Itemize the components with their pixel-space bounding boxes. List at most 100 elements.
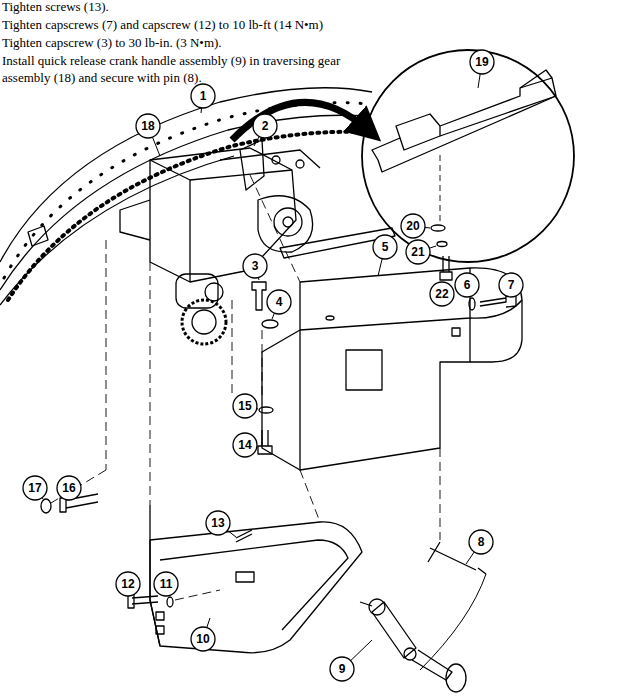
callout-number: 6 — [464, 278, 471, 292]
capscrew — [440, 256, 452, 280]
leader-line — [425, 227, 430, 229]
callout-ring — [243, 254, 267, 278]
callout-number: 3 — [252, 259, 259, 273]
lanyard — [420, 574, 486, 670]
callout-circle — [23, 476, 47, 500]
callout-ring — [191, 627, 215, 651]
traversing-gear-assembly — [120, 148, 395, 344]
callout-ring — [330, 657, 354, 681]
callout-ring — [136, 114, 160, 138]
callout-circle — [455, 273, 479, 297]
callout-circle — [401, 214, 430, 238]
callout-number: 5 — [382, 240, 389, 254]
cover — [262, 268, 522, 470]
callout-ring — [267, 290, 291, 314]
callout-circle — [470, 50, 494, 88]
callout-circle — [206, 511, 236, 537]
leader-line — [429, 246, 436, 248]
washer — [469, 298, 475, 310]
bracket — [240, 140, 264, 190]
bottom-cover — [150, 505, 362, 653]
callout-ring — [23, 476, 47, 500]
callout-number: 18 — [141, 119, 154, 133]
callout-number: 13 — [211, 516, 224, 530]
callout-circle — [191, 84, 215, 113]
callout-number: 9 — [339, 662, 346, 676]
lockwasher — [437, 242, 447, 247]
leader-line — [351, 640, 372, 661]
leader-line — [272, 313, 274, 319]
capscrew — [258, 430, 272, 454]
instruction-text: Tighten capscrews (7) and capscrew (12) … — [2, 16, 342, 33]
magnify-arrow — [232, 102, 368, 140]
callout-ring — [469, 530, 493, 554]
callout-circle — [136, 114, 160, 156]
callout-ring — [406, 240, 430, 264]
callout-number: 19 — [475, 55, 488, 69]
leader-line — [152, 137, 160, 156]
instruction-text: Tighten capscrew (3) to 30 lb-in. (3 N•m… — [2, 34, 342, 51]
callout-circle — [116, 572, 140, 596]
washer — [167, 597, 173, 607]
callout-circle — [154, 572, 178, 596]
instruction-text: Tighten screws (13). — [2, 0, 342, 15]
callout-circle — [243, 254, 267, 280]
callout-circle — [406, 240, 436, 264]
detail-circle — [362, 50, 574, 262]
callout-number: 21 — [411, 245, 424, 259]
washer — [259, 407, 273, 413]
callout-number: 16 — [62, 481, 75, 495]
callout-ring — [191, 84, 215, 108]
detail-bar — [372, 70, 556, 172]
leader-line — [466, 552, 474, 564]
callout-number: 10 — [196, 632, 209, 646]
callout-ring — [233, 394, 257, 418]
callout-circle — [466, 530, 493, 564]
callout-circle — [267, 290, 291, 319]
turret-ring — [0, 88, 372, 305]
washer — [262, 320, 278, 328]
callout-number: 22 — [435, 287, 448, 301]
screw — [236, 530, 252, 542]
instruction-text: Install quick release crank handle assem… — [2, 52, 342, 86]
callout-ring — [499, 273, 523, 297]
leader-line — [207, 618, 210, 628]
alignment-line — [46, 175, 440, 600]
callout-number: 14 — [238, 438, 251, 452]
callout-circle — [499, 273, 523, 297]
callout-circle — [373, 235, 397, 276]
callout-ring — [373, 235, 397, 259]
callout-circle — [233, 433, 257, 457]
crank-handle — [360, 599, 466, 692]
callout-number: 17 — [28, 481, 41, 495]
callout-number: 4 — [276, 295, 283, 309]
callout-circle — [253, 114, 277, 146]
callout-circle — [330, 640, 372, 681]
callout-number: 12 — [121, 577, 134, 591]
callout-ring — [116, 572, 140, 596]
callout-ring — [430, 282, 454, 306]
washer — [41, 499, 51, 513]
callout-number: 15 — [238, 399, 251, 413]
callout-circle — [233, 394, 258, 418]
callout-number: 8 — [478, 535, 485, 549]
callout-number: 2 — [262, 119, 269, 133]
callout-ring — [154, 572, 178, 596]
leader-line — [201, 108, 203, 113]
callout-circle — [191, 618, 215, 651]
leader-line — [227, 530, 236, 537]
alignment-line — [440, 155, 441, 222]
callout-number: 1 — [200, 89, 207, 103]
callout-circle — [430, 282, 454, 306]
callout-ring — [57, 476, 81, 500]
callout-ring — [455, 273, 479, 297]
callout-number: 20 — [406, 219, 419, 233]
leader-line — [378, 259, 382, 276]
callout-ring — [206, 511, 230, 535]
capscrew — [128, 594, 158, 608]
leader-line — [478, 74, 480, 88]
callout-number: 11 — [160, 577, 173, 591]
washer — [431, 225, 445, 231]
leader-line — [254, 137, 259, 146]
